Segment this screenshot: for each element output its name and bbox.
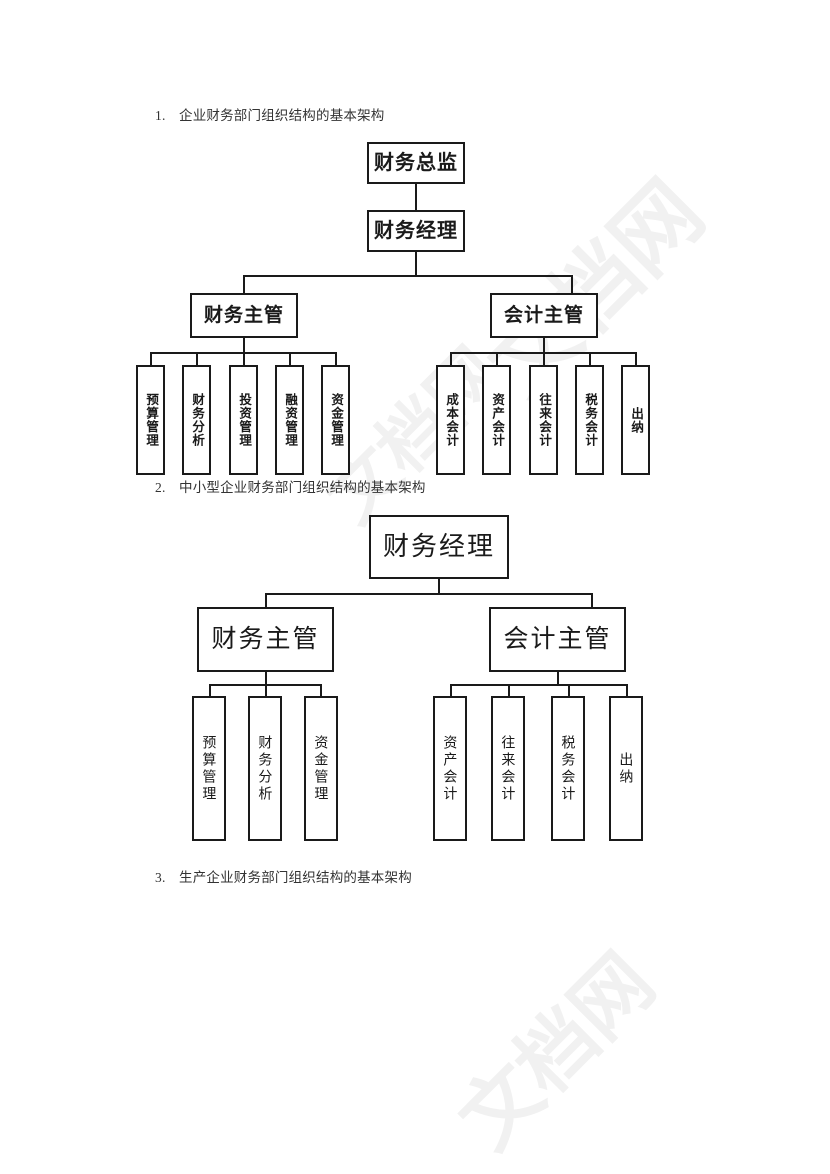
- connector: [265, 593, 593, 595]
- leaf-cost-accounting: 成本会计: [436, 365, 465, 475]
- connector: [450, 352, 452, 365]
- node-finance-supervisor: 财务主管: [197, 607, 334, 672]
- connector: [557, 672, 559, 684]
- connector: [543, 352, 545, 365]
- section-number: 1.: [155, 108, 166, 123]
- connector: [243, 275, 245, 293]
- connector: [265, 672, 267, 684]
- connector: [635, 352, 637, 365]
- leaf-current-accounting: 往来会计: [491, 696, 525, 841]
- connector: [243, 275, 573, 277]
- leaf-financial-analysis: 财务分析: [248, 696, 282, 841]
- node-finance-supervisor: 财务主管: [190, 293, 298, 338]
- connector: [450, 684, 628, 686]
- section-number: 3.: [155, 870, 166, 885]
- leaf-budget-management: 预算管理: [192, 696, 226, 841]
- section-heading-1: 1. 企业财务部门组织结构的基本架构: [155, 104, 385, 124]
- connector: [265, 593, 267, 607]
- node-finance-manager: 财务经理: [369, 515, 509, 579]
- connector: [243, 352, 245, 365]
- leaf-fund-management: 资金管理: [304, 696, 338, 841]
- leaf-budget-management: 预算管理: [136, 365, 165, 475]
- connector: [289, 352, 291, 365]
- section-title: 生产企业财务部门组织结构的基本架构: [179, 870, 412, 885]
- leaf-financial-analysis: 财务分析: [182, 365, 211, 475]
- section-number: 2.: [155, 480, 166, 495]
- leaf-tax-accounting: 税务会计: [575, 365, 604, 475]
- section-title: 中小型企业财务部门组织结构的基本架构: [179, 480, 426, 495]
- leaf-cashier: 出纳: [621, 365, 650, 475]
- connector: [571, 275, 573, 293]
- connector: [543, 338, 545, 352]
- connector: [320, 684, 322, 696]
- org-chart-enterprise: 财务总监 财务经理 财务主管 会计主管 预算管理 财务分析 投资管理 融资管理 …: [0, 130, 830, 475]
- leaf-fund-management: 资金管理: [321, 365, 350, 475]
- connector: [196, 352, 198, 365]
- node-finance-manager: 财务经理: [367, 210, 465, 252]
- connector: [150, 352, 152, 365]
- connector: [450, 684, 452, 696]
- connector: [265, 684, 267, 696]
- connector: [209, 684, 211, 696]
- leaf-asset-accounting: 资产会计: [482, 365, 511, 475]
- connector: [591, 593, 593, 607]
- connector: [415, 252, 417, 275]
- leaf-asset-accounting: 资产会计: [433, 696, 467, 841]
- connector: [496, 352, 498, 365]
- connector: [243, 338, 245, 352]
- section-heading-2: 2. 中小型企业财务部门组织结构的基本架构: [155, 476, 426, 496]
- node-accounting-supervisor: 会计主管: [489, 607, 626, 672]
- leaf-tax-accounting: 税务会计: [551, 696, 585, 841]
- leaf-cashier: 出纳: [609, 696, 643, 841]
- connector: [508, 684, 510, 696]
- watermark: 文档网: [442, 937, 671, 1165]
- section-heading-3: 3. 生产企业财务部门组织结构的基本架构: [155, 866, 412, 886]
- node-cfo: 财务总监: [367, 142, 465, 184]
- connector: [589, 352, 591, 365]
- connector: [568, 684, 570, 696]
- connector: [335, 352, 337, 365]
- org-chart-sme: 财务经理 财务主管 会计主管 预算管理 财务分析 资金管理 资产会计 往来会计 …: [0, 505, 830, 855]
- leaf-financing-management: 融资管理: [275, 365, 304, 475]
- leaf-current-accounting: 往来会计: [529, 365, 558, 475]
- connector: [626, 684, 628, 696]
- leaf-investment-management: 投资管理: [229, 365, 258, 475]
- connector: [415, 184, 417, 210]
- connector: [438, 579, 440, 593]
- section-title: 企业财务部门组织结构的基本架构: [179, 108, 385, 123]
- node-accounting-supervisor: 会计主管: [490, 293, 598, 338]
